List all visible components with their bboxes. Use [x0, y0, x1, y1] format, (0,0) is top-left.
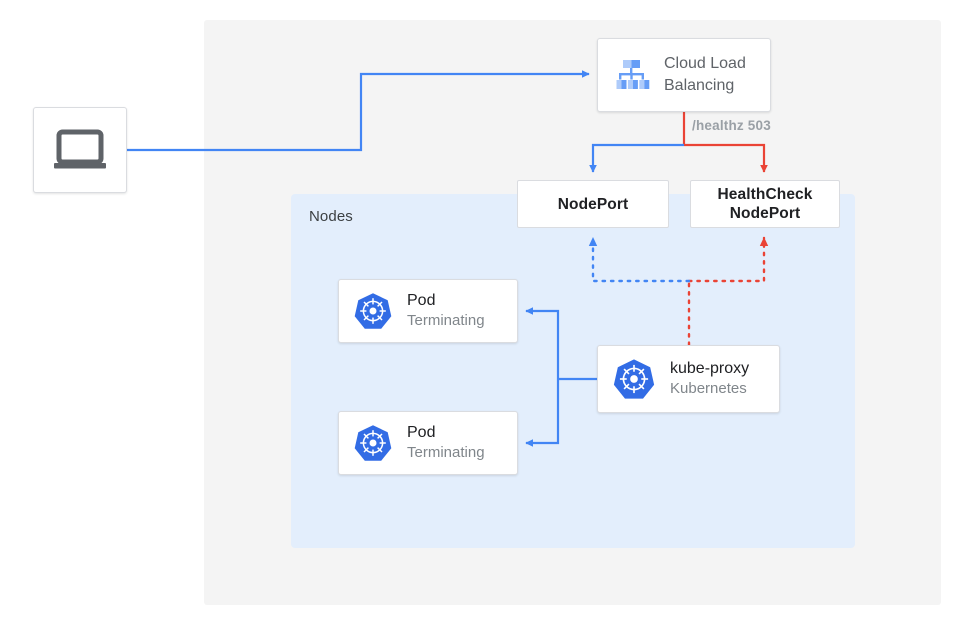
client-device-node[interactable]: [33, 107, 127, 193]
kube-proxy-title: kube-proxy: [670, 360, 750, 377]
cloud-load-balancing-node[interactable]: Cloud Load Balancing: [597, 38, 771, 112]
nodeport-label: NodePort: [557, 195, 629, 213]
kubernetes-icon: [612, 357, 656, 401]
healthcheck-nodeport-node[interactable]: HealthCheck NodePort: [690, 180, 840, 228]
pod-title-2: Pod: [407, 424, 436, 441]
nodes-panel-label: Nodes: [309, 208, 353, 225]
pod-node-1[interactable]: Pod Terminating: [338, 279, 518, 343]
kube-proxy-node[interactable]: kube-proxy Kubernetes: [597, 345, 780, 413]
pod-status-2: Terminating: [407, 444, 485, 461]
pod-title-1: Pod: [407, 292, 436, 309]
kube-proxy-subtitle: Kubernetes: [670, 380, 747, 397]
cloud-load-balancing-label: Cloud Load Balancing: [664, 55, 746, 94]
kubernetes-icon: [353, 423, 393, 463]
nodeport-node[interactable]: NodePort: [517, 180, 669, 228]
cloud-load-balancing-icon: [610, 54, 652, 96]
pod-node-2[interactable]: Pod Terminating: [338, 411, 518, 475]
healthcheck-nodeport-label: HealthCheck NodePort: [717, 186, 813, 222]
kubernetes-icon: [353, 291, 393, 331]
pod-status-1: Terminating: [407, 312, 485, 329]
laptop-icon: [52, 128, 108, 172]
healthz-edge-label: /healthz 503: [692, 118, 771, 133]
